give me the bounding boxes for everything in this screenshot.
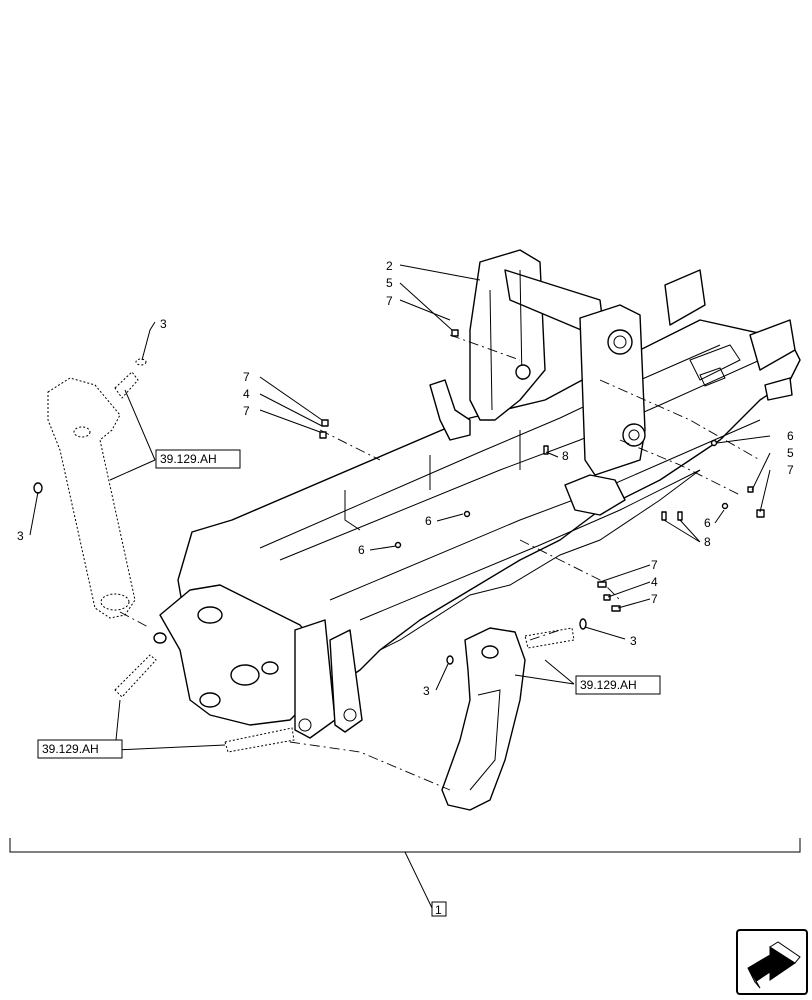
callout-3: 3 (630, 634, 637, 648)
front-knuckle (153, 584, 363, 739)
ref-box-bottom-pin[interactable]: 39.129.AH (37, 739, 123, 759)
right-lift-arm (441, 627, 575, 811)
callout-5: 5 (386, 276, 393, 290)
callout-3: 3 (160, 317, 167, 331)
assembly-number: 1 (435, 903, 442, 917)
leader-lines (9, 264, 801, 909)
fasteners (33, 329, 765, 665)
callout-7: 7 (386, 294, 393, 308)
callout-4: 4 (651, 575, 658, 589)
ref-label: 39.129.AH (42, 742, 99, 756)
callout-4: 4 (243, 387, 250, 401)
callout-7: 7 (787, 463, 794, 477)
assembly-number-box: 1 (431, 901, 447, 917)
ref-box-right-arm[interactable]: 39.129.AH (575, 675, 661, 695)
callout-6: 6 (425, 514, 432, 528)
callout-2: 2 (386, 259, 393, 273)
callout-8: 8 (704, 535, 711, 549)
callout-7: 7 (651, 558, 658, 572)
callout-6: 6 (358, 543, 365, 557)
next-page-arrow-icon[interactable] (736, 929, 808, 995)
ref-label: 39.129.AH (160, 452, 217, 466)
ref-box-left-cylinder[interactable]: 39.129.AH (155, 449, 241, 469)
callout-3: 3 (423, 684, 430, 698)
ref-label: 39.129.AH (580, 678, 637, 692)
callout-6: 6 (787, 429, 794, 443)
callout-5: 5 (787, 446, 794, 460)
callout-7: 7 (651, 592, 658, 606)
callout-7: 7 (243, 370, 250, 384)
callout-6: 6 (704, 516, 711, 530)
callout-3: 3 (17, 529, 24, 543)
callout-labels: 2 5 7 7 4 7 3 3 8 6 5 7 6 8 6 6 7 4 7 3 … (17, 259, 794, 698)
bottom-pins (114, 654, 295, 753)
rear-tower (564, 304, 646, 516)
left-cylinder (47, 358, 147, 619)
callout-7: 7 (243, 404, 250, 418)
center-lines (119, 334, 761, 791)
callout-8: 8 (562, 449, 569, 463)
